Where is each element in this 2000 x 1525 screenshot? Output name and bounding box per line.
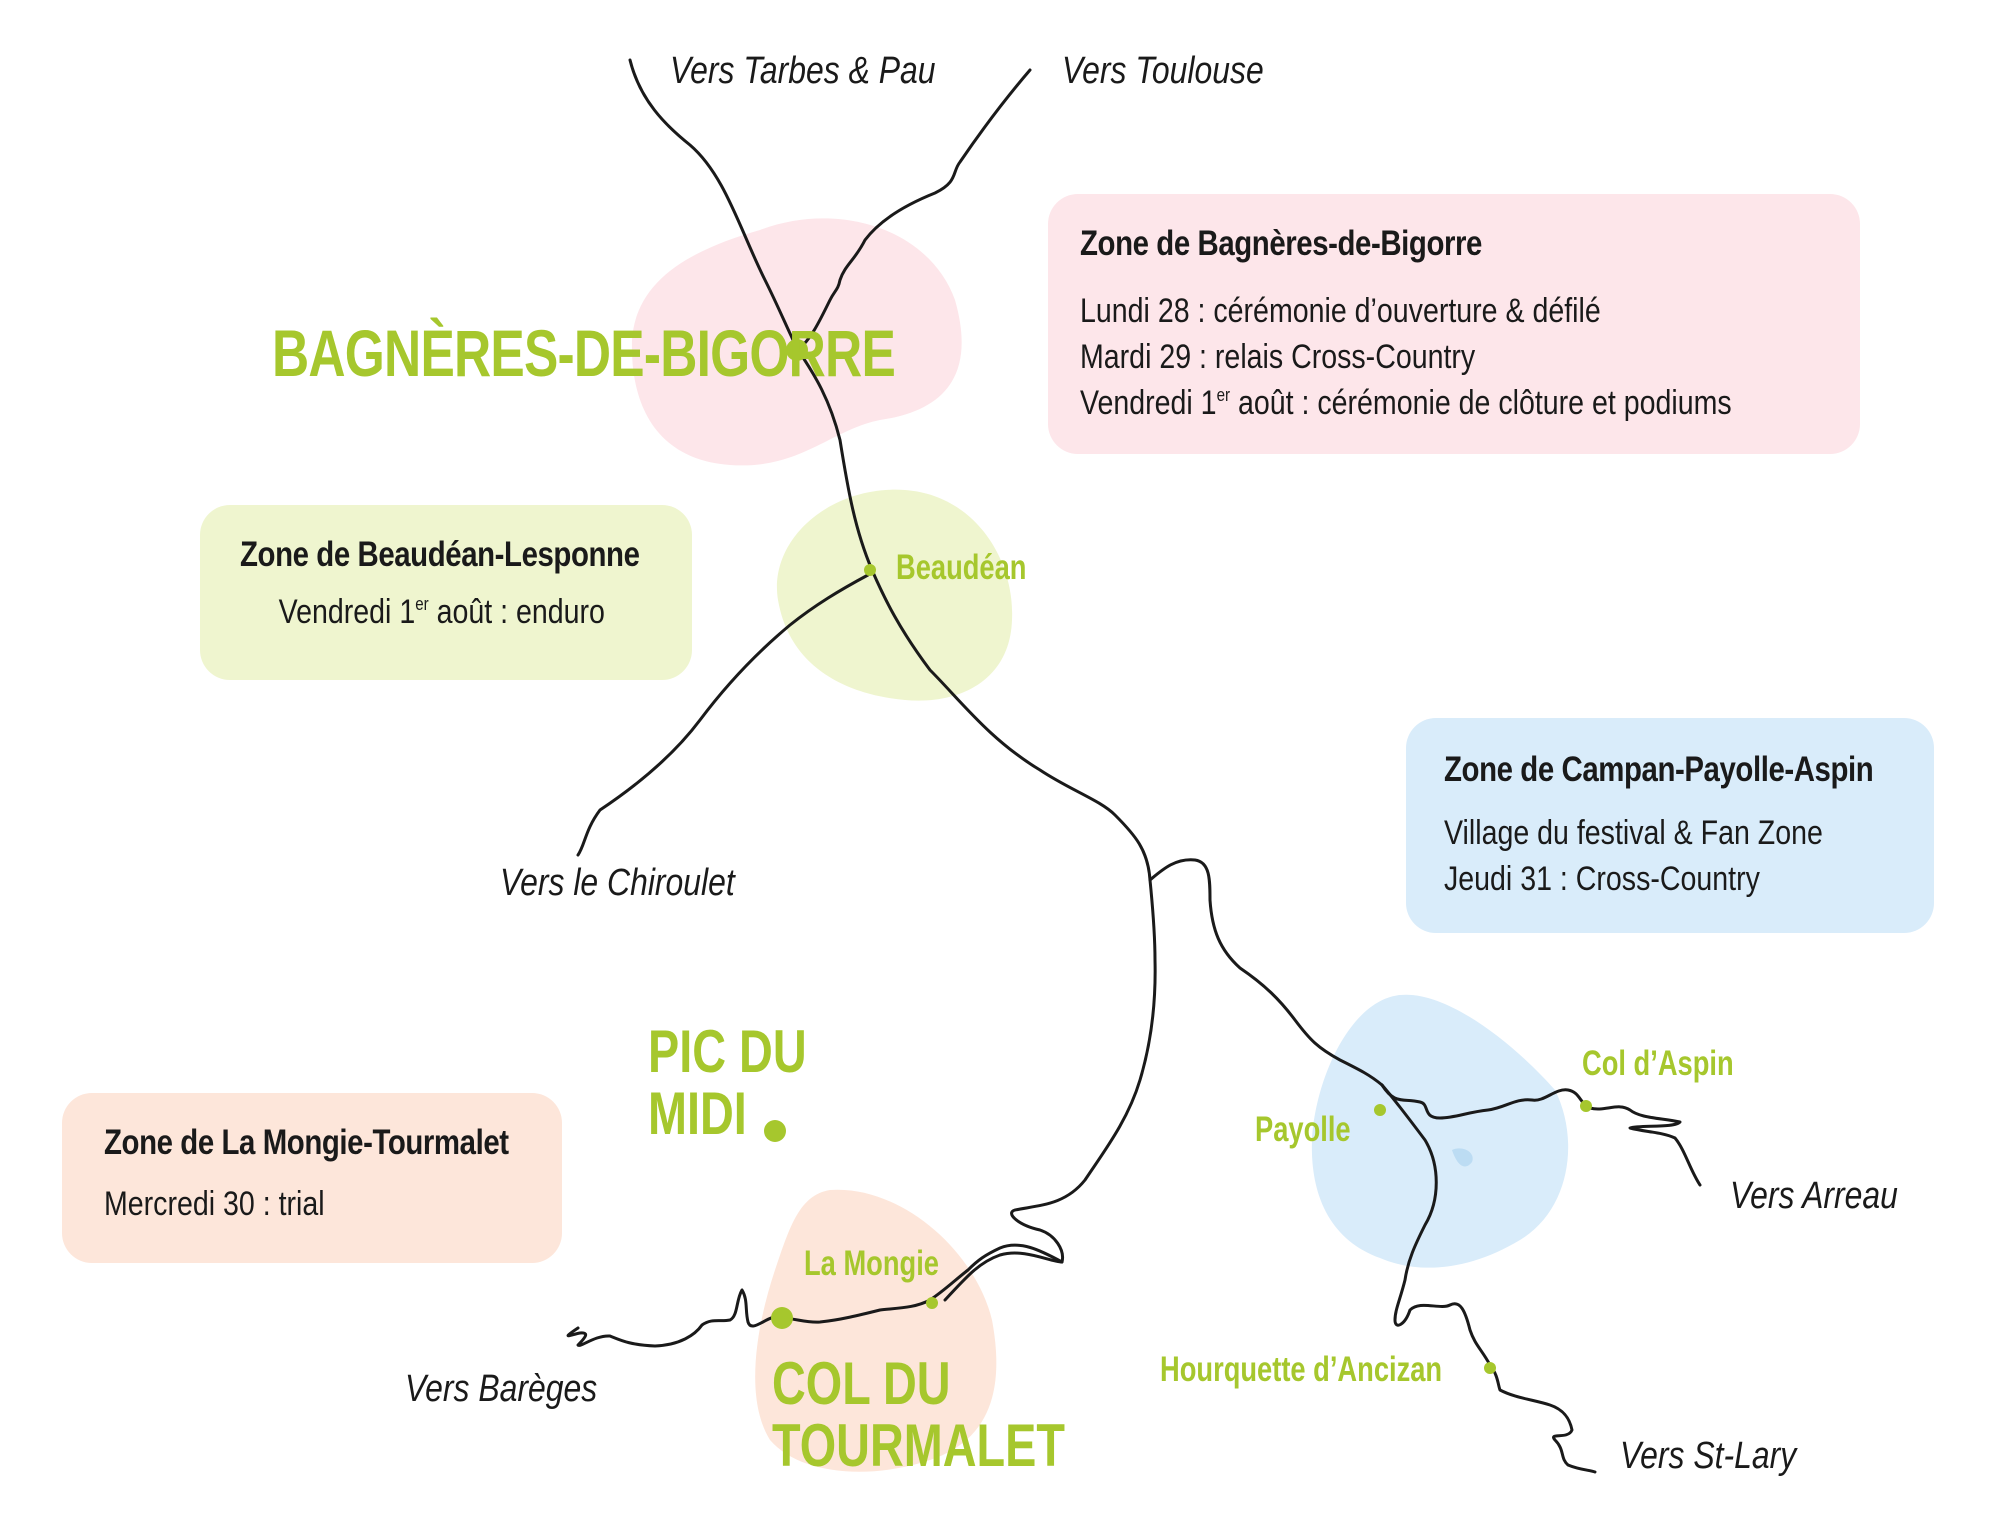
road-main: [796, 348, 1157, 1302]
zone-blob-beaudean: [776, 489, 1013, 701]
zone-event: Village du festival & Fan Zone: [1444, 814, 1823, 852]
zone-event: Mardi 29 : relais Cross-Country: [1080, 338, 1476, 376]
road-bareges: [566, 1288, 782, 1348]
road-campan: [1148, 858, 1384, 1087]
road-stlary: [1380, 1083, 1597, 1474]
zone-box-campan: Zone de Campan-Payolle-Aspin Village du …: [1406, 718, 1934, 933]
place-col-du-tourmalet-line2: TOURMALET: [772, 1412, 1065, 1479]
place-pic-du-midi-line1: PIC DU: [648, 1018, 807, 1085]
green-dot-icon: [771, 1307, 793, 1329]
road-label-chiroulet: Vers le Chiroulet: [500, 862, 735, 904]
place-col-aspin: Col d’Aspin: [1582, 1044, 1734, 1083]
zone-box-mongie: Zone de La Mongie-Tourmalet Mercredi 30 …: [62, 1093, 562, 1263]
zone-event: Vendredi 1er août : enduro: [278, 593, 605, 631]
place-la-mongie: La Mongie: [804, 1244, 939, 1283]
road-label-stlary: Vers St-Lary: [1620, 1435, 1797, 1477]
place-col-du-tourmalet-line1: COL DU: [772, 1350, 951, 1417]
zone-title: Zone de Campan-Payolle-Aspin: [1444, 750, 1874, 789]
place-bagneres: BAGNÈRES-DE-BIGORRE: [272, 316, 896, 390]
road-tarbes: [628, 58, 800, 352]
zone-blob-campan: [1311, 994, 1569, 1268]
place-payolle: Payolle: [1255, 1110, 1351, 1149]
road-toulouse: [796, 68, 1032, 352]
green-dot-icon: [1374, 1104, 1386, 1116]
zone-box-beaudean: Zone de Beaudéan-Lesponne Vendredi 1er a…: [200, 505, 692, 680]
road-label-arreau: Vers Arreau: [1730, 1175, 1898, 1217]
zone-blob-mongie: [755, 1189, 997, 1472]
road-label-bareges: Vers Barèges: [405, 1368, 598, 1410]
place-pic-du-midi-line2: MIDI: [648, 1080, 747, 1147]
zone-event: Jeudi 31 : Cross-Country: [1444, 860, 1760, 898]
zone-title: Zone de Beaudéan-Lesponne: [240, 535, 640, 574]
road-label-tarbes: Vers Tarbes & Pau: [670, 50, 936, 92]
zone-event: Mercredi 30 : trial: [104, 1185, 325, 1223]
place-beaudean: Beaudéan: [896, 548, 1027, 587]
road-chiroulet: [576, 573, 870, 857]
green-dot-icon: [764, 1120, 786, 1142]
zone-title: Zone de Bagnères-de-Bigorre: [1080, 224, 1482, 263]
green-dot-icon: [864, 564, 876, 576]
road-label-toulouse: Vers Toulouse: [1062, 50, 1264, 92]
road-aspin: [1380, 1083, 1702, 1187]
green-dot-icon: [1484, 1362, 1496, 1374]
zone-box-bagneres: Zone de Bagnères-de-Bigorre Lundi 28 : c…: [1048, 194, 1860, 454]
green-dot-icon: [926, 1297, 938, 1309]
zone-event: Vendredi 1er août : cérémonie de clôture…: [1080, 384, 1732, 422]
green-dot-icon: [1580, 1100, 1592, 1112]
zone-title: Zone de La Mongie-Tourmalet: [104, 1123, 509, 1162]
zone-event: Lundi 28 : cérémonie d’ouverture & défil…: [1080, 292, 1601, 330]
place-hourquette: Hourquette d’Ancizan: [1160, 1350, 1443, 1389]
green-dot-icon: [786, 339, 808, 361]
lake-icon: [1452, 1148, 1473, 1167]
